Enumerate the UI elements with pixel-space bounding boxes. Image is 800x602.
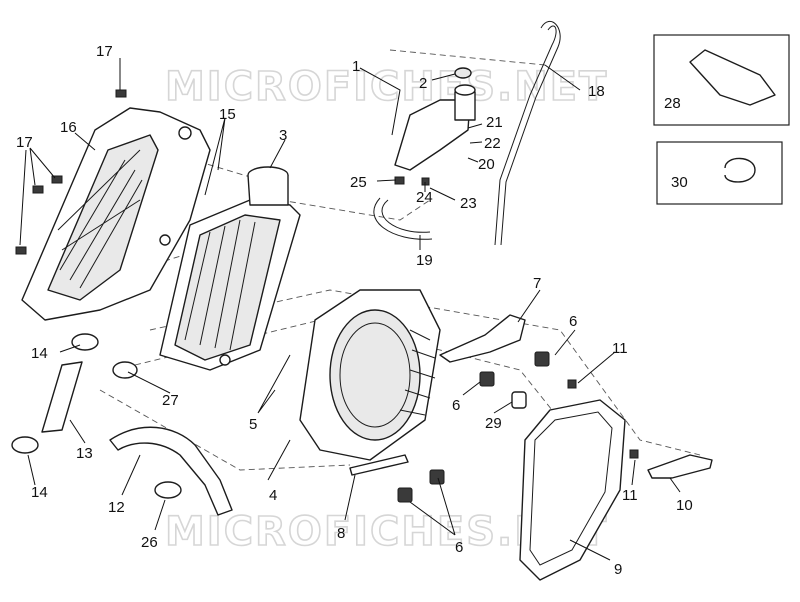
callout-18: 18 bbox=[588, 83, 605, 100]
callout-27: 27 bbox=[162, 392, 179, 409]
bracket-8 bbox=[349, 454, 409, 476]
callout-19: 19 bbox=[416, 252, 433, 269]
fan-shroud-part bbox=[299, 289, 441, 461]
callout-10: 10 bbox=[676, 497, 693, 514]
screws bbox=[15, 89, 639, 459]
vent-hose-part bbox=[494, 21, 561, 246]
callout-2: 2 bbox=[419, 75, 427, 92]
silent-blocks bbox=[397, 351, 550, 503]
fan-ring-part bbox=[519, 399, 626, 581]
callout-13: 13 bbox=[76, 445, 93, 462]
callout-1: 1 bbox=[352, 58, 360, 75]
leader-lines bbox=[19, 58, 681, 561]
callout-15: 15 bbox=[219, 106, 236, 123]
callout-17-top: 17 bbox=[96, 43, 113, 60]
callout-22: 22 bbox=[484, 135, 501, 152]
callout-labels: 1 2 3 4 5 6 6 6 7 8 9 10 11 11 12 13 14 … bbox=[16, 43, 693, 578]
hose-clamps bbox=[11, 333, 182, 499]
callout-11-bottom: 11 bbox=[622, 487, 638, 504]
callout-14-top: 14 bbox=[31, 345, 48, 362]
callout-8: 8 bbox=[337, 525, 345, 542]
watermark-top: MICROFICHES.NET bbox=[165, 64, 608, 110]
callout-17-left: 17 bbox=[16, 134, 33, 151]
callout-25: 25 bbox=[350, 174, 367, 191]
box-30 bbox=[656, 141, 783, 205]
callout-21: 21 bbox=[486, 114, 503, 131]
callout-7: 7 bbox=[533, 275, 541, 292]
callout-14-bottom: 14 bbox=[31, 484, 48, 501]
callout-24: 24 bbox=[416, 189, 433, 206]
callout-6-top: 6 bbox=[569, 313, 577, 330]
callout-30: 30 bbox=[671, 174, 688, 191]
callout-29: 29 bbox=[485, 415, 502, 432]
callout-12: 12 bbox=[108, 499, 125, 516]
callout-3: 3 bbox=[279, 127, 287, 144]
expansion-tank-part bbox=[394, 67, 476, 171]
lower-hose-part bbox=[109, 426, 233, 516]
box-28 bbox=[653, 34, 790, 126]
callout-20: 20 bbox=[478, 156, 495, 173]
callout-5: 5 bbox=[249, 416, 257, 433]
callout-11-top: 11 bbox=[612, 340, 628, 357]
radiator-part bbox=[159, 166, 301, 371]
callout-26: 26 bbox=[141, 534, 158, 551]
callout-16: 16 bbox=[60, 119, 77, 136]
pipe-part bbox=[41, 361, 83, 433]
callout-23: 23 bbox=[460, 195, 477, 212]
bracket-7 bbox=[439, 314, 526, 363]
callout-9: 9 bbox=[614, 561, 622, 578]
radiator-cover-part bbox=[21, 107, 211, 321]
callout-28: 28 bbox=[664, 95, 681, 112]
callout-6-bottom: 6 bbox=[455, 539, 463, 556]
callout-4: 4 bbox=[269, 487, 277, 504]
callout-6-middle: 6 bbox=[452, 397, 460, 414]
bracket-10 bbox=[647, 454, 713, 479]
